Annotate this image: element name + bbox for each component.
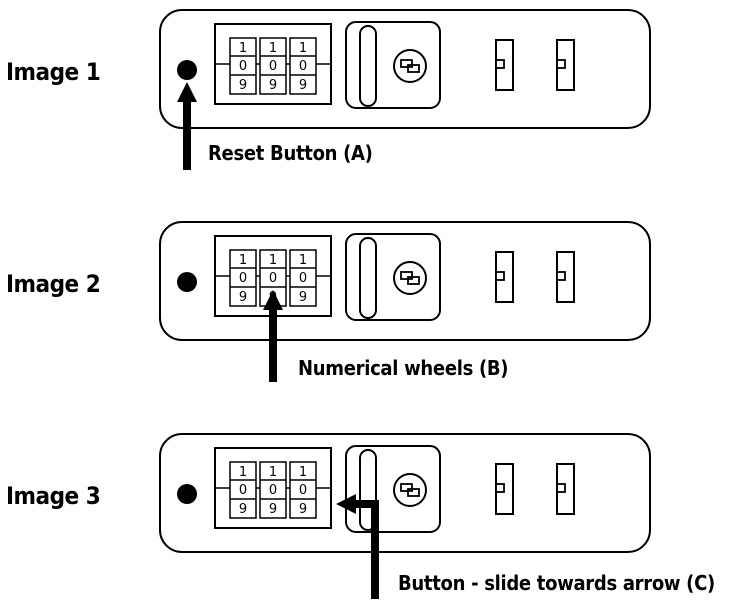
callout-label: Button - slide towards arrow (C) xyxy=(398,571,715,595)
lock-icon xyxy=(393,49,427,83)
wheel: 1 0 9 xyxy=(259,37,287,95)
wheel-digit: 0 xyxy=(299,483,307,498)
wheel-digit: 1 xyxy=(239,41,247,56)
callout-label: Reset Button (A) xyxy=(208,141,373,165)
wheel-digit: 1 xyxy=(299,465,307,480)
lock-icon xyxy=(393,473,427,507)
latch-slots xyxy=(495,39,575,91)
up-arrow xyxy=(263,290,283,382)
wheel-digit: 9 xyxy=(269,78,277,93)
wheel-digit: 9 xyxy=(239,78,247,93)
wheel-digit: 0 xyxy=(269,483,277,498)
wheel: 1 0 9 xyxy=(259,461,287,519)
wheel: 1 0 9 xyxy=(289,461,317,519)
left-arrow xyxy=(336,494,379,599)
wheel-digit: 1 xyxy=(269,465,277,480)
latch-slots xyxy=(495,463,575,515)
numerical-wheels: 1 0 9 1 0 9 1 0 9 xyxy=(214,23,332,105)
wheel: 1 0 9 xyxy=(289,249,317,307)
wheel-digit: 1 xyxy=(239,465,247,480)
numerical-wheels: 1 0 9 1 0 9 1 0 9 xyxy=(214,447,332,529)
image-label: Image 3 xyxy=(6,482,101,510)
wheel-digit: 9 xyxy=(269,502,277,517)
wheel: 1 0 9 xyxy=(289,37,317,95)
lock-diagram-3: 1 0 9 1 0 9 1 0 9 xyxy=(159,433,715,599)
wheel: 1 0 9 xyxy=(229,461,257,519)
lock-diagram-1: 1 0 9 1 0 9 1 0 9 xyxy=(159,9,651,170)
wheel-digit: 0 xyxy=(299,271,307,286)
image-label: Image 1 xyxy=(6,58,101,86)
wheel: 1 0 9 xyxy=(229,249,257,307)
latch-slots xyxy=(495,251,575,303)
wheel-digit: 0 xyxy=(269,271,277,286)
reset-button xyxy=(177,272,197,292)
wheel-digit: 9 xyxy=(299,290,307,305)
wheel-digit: 1 xyxy=(269,41,277,56)
wheel-digit: 1 xyxy=(239,253,247,268)
image-label: Image 2 xyxy=(6,270,101,298)
diagram-row-2: Image 2 1 0 9 1 0 9 xyxy=(0,212,744,402)
wheel-digit: 9 xyxy=(299,502,307,517)
wheel-digit: 0 xyxy=(239,59,247,74)
lock-diagram-2: 1 0 9 1 0 9 1 0 9 xyxy=(159,221,651,382)
wheel-digit: 0 xyxy=(239,271,247,286)
wheel-digit: 1 xyxy=(269,253,277,268)
lock-icon xyxy=(393,261,427,295)
wheel-digit: 0 xyxy=(299,59,307,74)
wheel-digit: 1 xyxy=(299,41,307,56)
wheel-digit: 1 xyxy=(299,253,307,268)
wheel: 1 0 9 xyxy=(229,37,257,95)
wheel-digit: 0 xyxy=(239,483,247,498)
wheel-digit: 9 xyxy=(299,78,307,93)
slide-button xyxy=(345,21,441,109)
reset-button xyxy=(177,60,197,80)
wheel-digit: 9 xyxy=(239,290,247,305)
wheel-digit: 9 xyxy=(239,502,247,517)
diagram-row-3: Image 3 1 0 9 1 0 9 xyxy=(0,424,744,614)
up-arrow xyxy=(177,82,197,170)
slide-button xyxy=(345,233,441,321)
reset-button xyxy=(177,484,197,504)
wheel-digit: 0 xyxy=(269,59,277,74)
diagram-row-1: Image 1 1 0 9 1 0 9 xyxy=(0,0,744,190)
callout-label: Numerical wheels (B) xyxy=(298,356,508,380)
